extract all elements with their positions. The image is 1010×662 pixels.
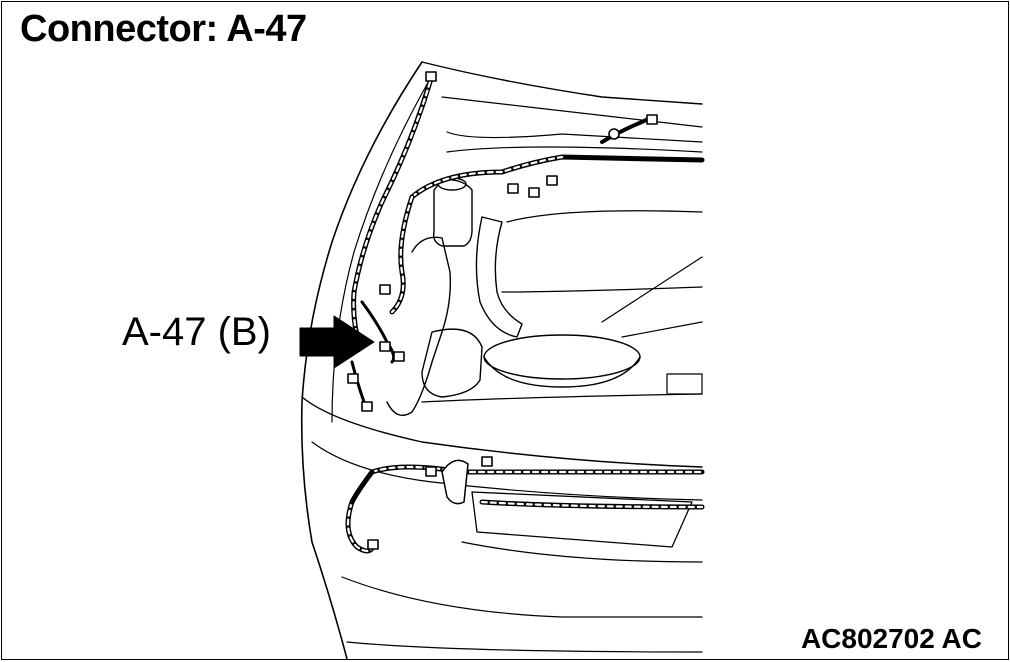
- fender-inner-line: [331, 71, 435, 423]
- battery-tray: [421, 328, 483, 398]
- support-member-2: [621, 321, 703, 338]
- diagram-title: Connector: A-47: [20, 8, 307, 50]
- grille-opening: [471, 491, 693, 548]
- cowl-line-2: [446, 131, 703, 143]
- engine-cover-2: [501, 286, 703, 293]
- cowl-line: [441, 96, 703, 128]
- radiator-top: [421, 393, 703, 403]
- air-cleaner-body: [483, 356, 641, 388]
- air-cleaner: [483, 334, 641, 380]
- arrow-right-icon: [299, 315, 375, 369]
- bumper-chin: [346, 641, 703, 653]
- right-panel: [666, 373, 703, 395]
- reservoir-tank: [432, 179, 473, 247]
- hood-edge: [421, 61, 703, 105]
- engine-cover: [506, 210, 703, 223]
- engine-bay-edge: [446, 146, 703, 153]
- bumper-top: [301, 396, 703, 468]
- fender-outline: [300, 61, 423, 659]
- connector-icon: [347, 71, 658, 550]
- figure-id: AC802702 AC: [800, 623, 982, 654]
- intake-hose: [475, 216, 523, 338]
- connector-callout-label: A-47 (B): [122, 310, 271, 354]
- bumper-lower-2: [461, 541, 703, 563]
- bumper-lower: [341, 576, 703, 618]
- support-member: [601, 256, 703, 323]
- wiring-harness: [345, 79, 705, 554]
- clamp: [441, 459, 469, 505]
- strut-tower: [386, 236, 452, 416]
